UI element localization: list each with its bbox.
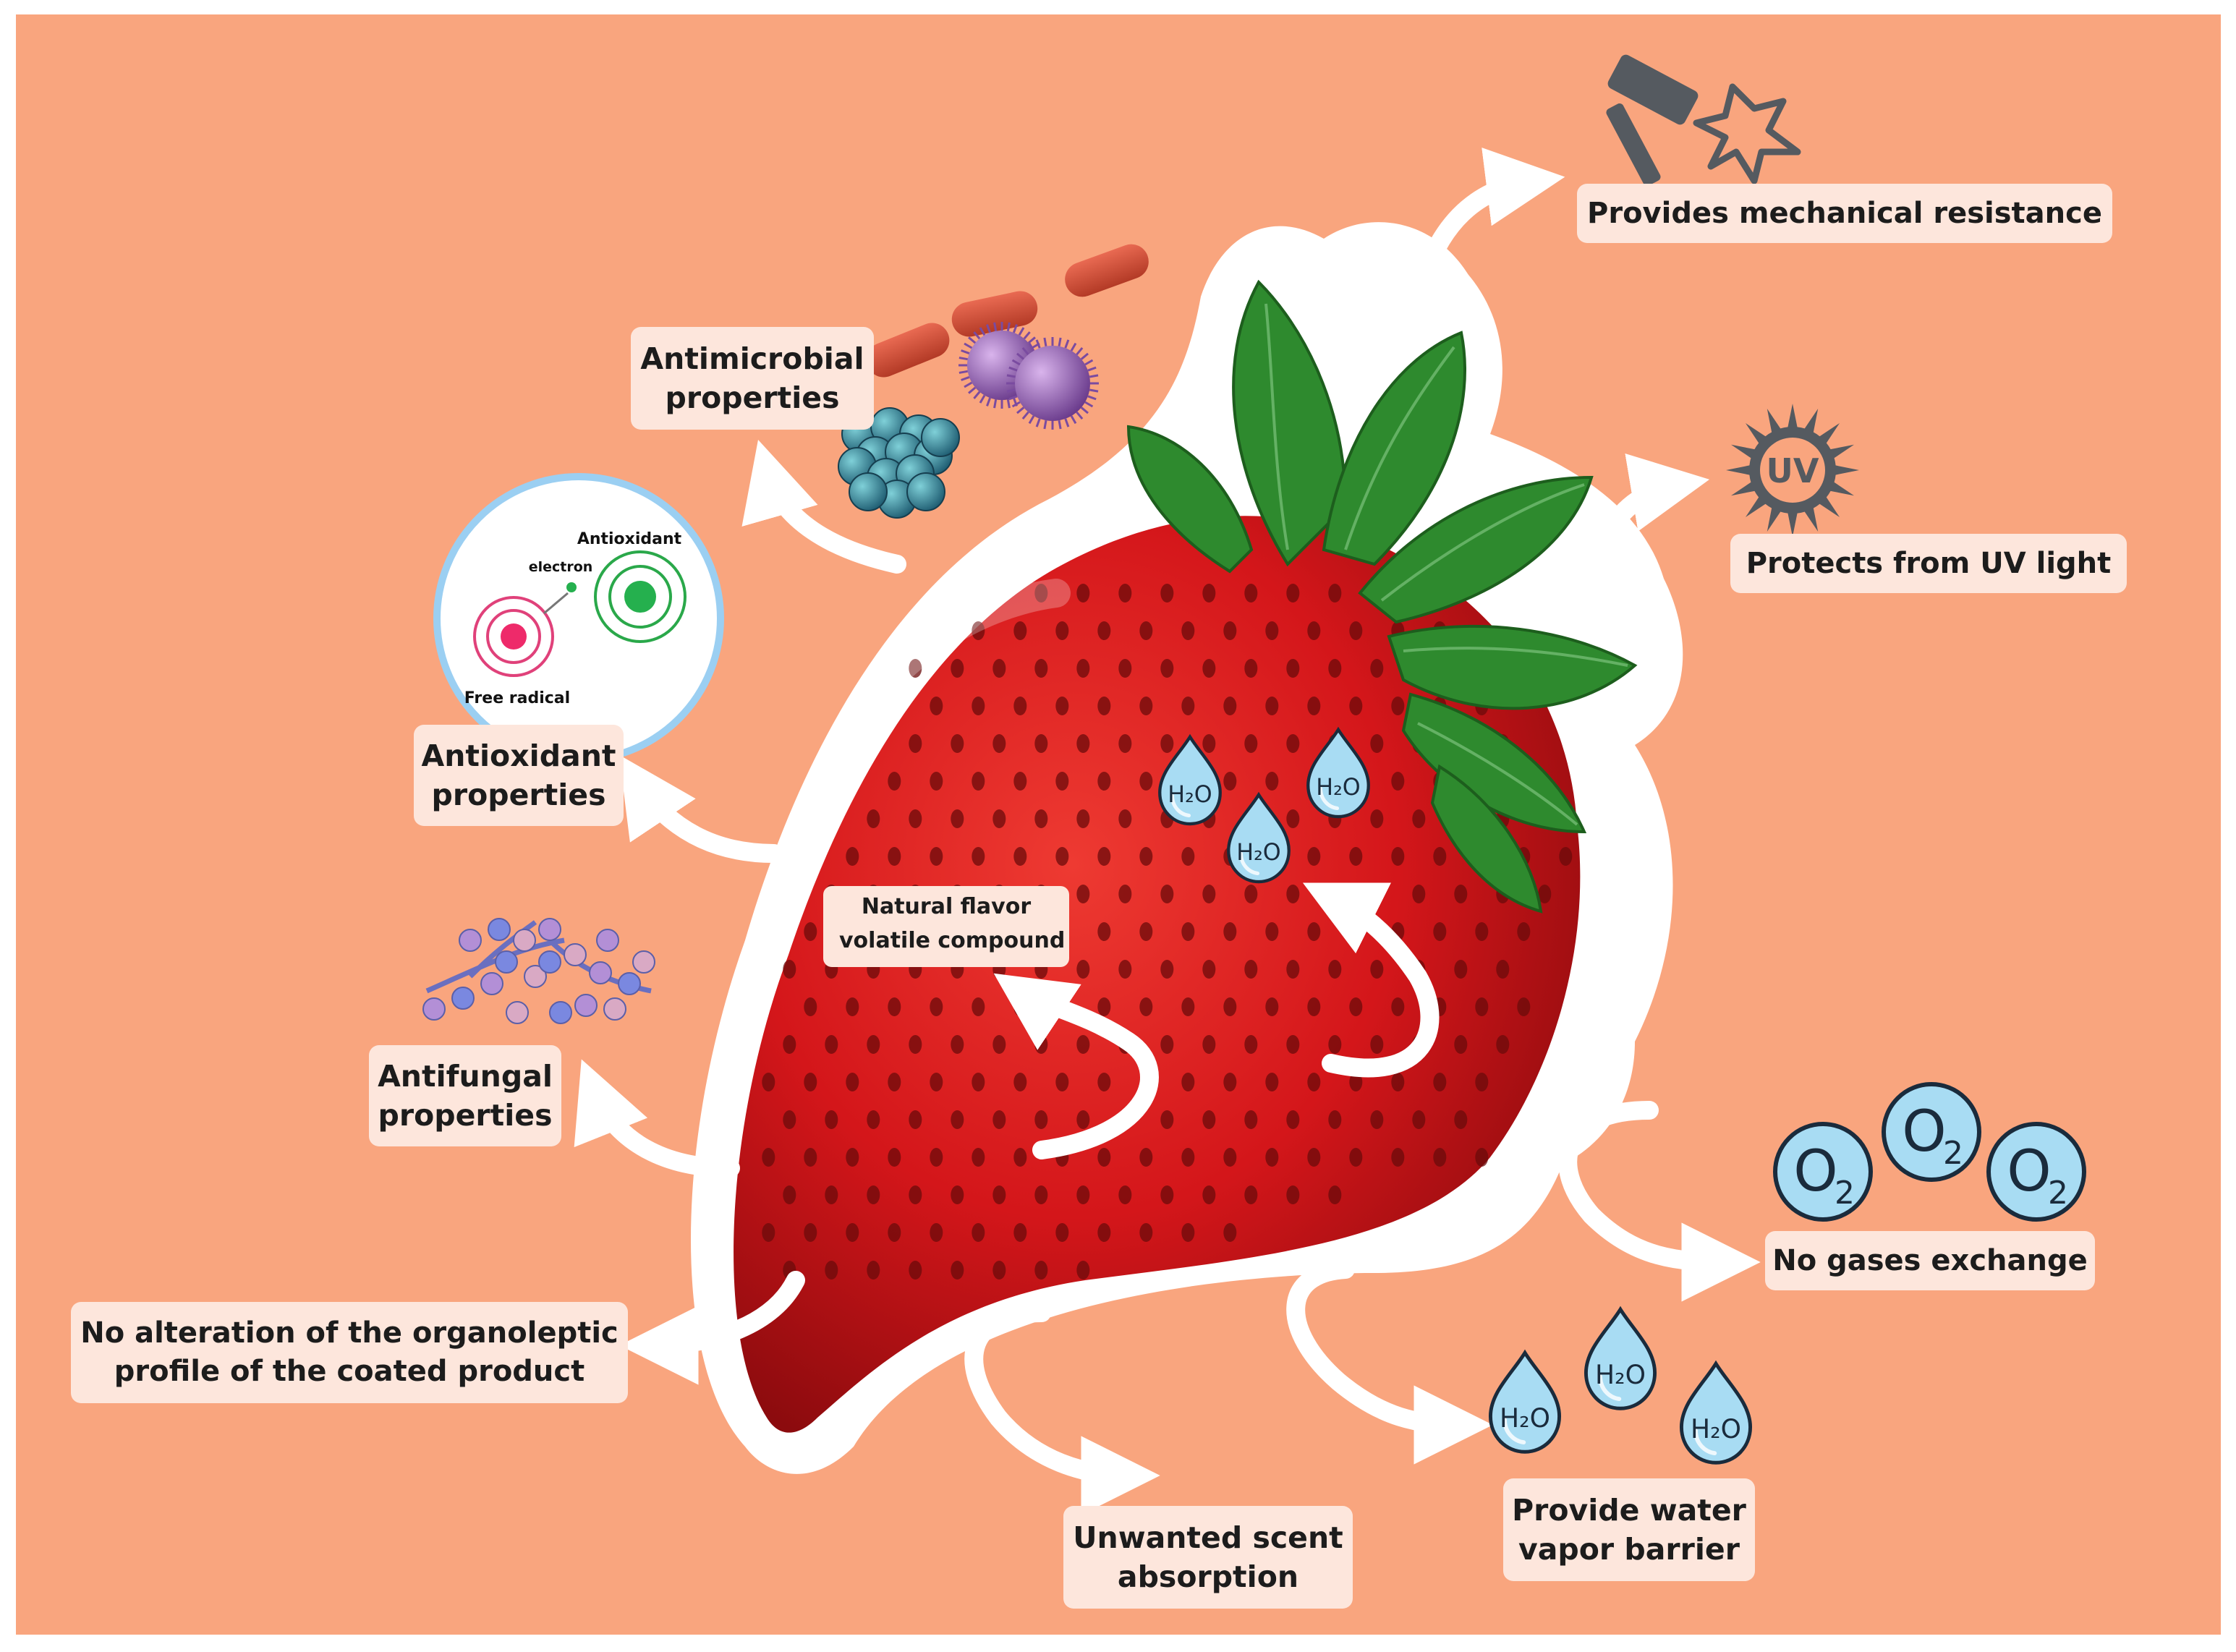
svg-text:electron: electron	[529, 559, 593, 575]
svg-text:Antioxidant: Antioxidant	[577, 530, 682, 548]
label-antioxidant: Antioxidant properties	[414, 725, 624, 826]
fungus-icon	[422, 918, 655, 1024]
svg-text:2: 2	[1835, 1175, 1855, 1212]
label-antioxidant-line1: Antioxidant	[421, 738, 616, 773]
bacteria-icon	[838, 244, 1149, 519]
label-uv: Protects from UV light	[1730, 534, 2127, 593]
svg-text:UV: UV	[1767, 451, 1819, 490]
svg-text:H₂O: H₂O	[1595, 1360, 1646, 1390]
svg-text:H₂O: H₂O	[1500, 1403, 1550, 1434]
label-gases-line: No gases exchange	[1772, 1243, 2088, 1277]
label-antioxidant-line2: properties	[431, 778, 606, 812]
arrow-antimicrobial	[741, 440, 906, 574]
arrow-gases	[1558, 1101, 1761, 1302]
arrow-inner-water	[1302, 882, 1440, 1078]
arrow-scent	[964, 1303, 1160, 1515]
label-antifungal: Antifungal properties	[369, 1045, 561, 1146]
arrow-mechanical	[1412, 147, 1565, 295]
label-organoleptic-line2: profile of the coated product	[114, 1355, 585, 1388]
label-flavor-line2: volatile compound	[839, 927, 1066, 953]
water-drop-icon: H₂O H₂O H₂O H₂O H₂O H₂O	[1160, 730, 1750, 1462]
label-antimicrobial-line2: properties	[665, 380, 840, 415]
label-water-vapor-line1: Provide water	[1512, 1492, 1746, 1528]
label-antifungal-line1: Antifungal	[378, 1058, 553, 1094]
svg-text:O: O	[2007, 1139, 2051, 1204]
label-water-vapor: Provide water vapor barrier	[1503, 1478, 1755, 1581]
svg-text:2: 2	[2048, 1175, 2068, 1212]
label-antimicrobial-line1: Antimicrobial	[640, 341, 864, 376]
label-gases: No gases exchange	[1765, 1231, 2095, 1290]
label-mechanical-line: Provides mechanical resistance	[1587, 196, 2102, 230]
label-mechanical-resistance: Provides mechanical resistance	[1577, 184, 2112, 243]
label-antifungal-line2: properties	[378, 1098, 553, 1133]
label-flavor-line1: Natural flavor	[861, 894, 1032, 919]
arrow-antioxidant	[618, 754, 783, 863]
arrow-antifungal	[574, 1059, 740, 1178]
label-antimicrobial: Antimicrobial properties	[631, 327, 874, 430]
arrow-organoleptic	[619, 1271, 805, 1385]
svg-text:O: O	[1793, 1139, 1837, 1204]
label-scent: Unwanted scent absorption	[1063, 1506, 1353, 1609]
label-scent-line2: absorption	[1117, 1559, 1299, 1594]
atom-icon: Antioxidant electron Free radical	[433, 473, 724, 764]
svg-text:2: 2	[1943, 1135, 1963, 1172]
arrow-uv	[1582, 453, 1710, 603]
arrow-water-vapor	[1286, 1260, 1493, 1465]
leaf-veins	[1264, 303, 1628, 826]
svg-text:Free radical: Free radical	[464, 689, 570, 707]
label-uv-line: Protects from UV light	[1746, 546, 2112, 580]
arrow-flavor	[993, 973, 1159, 1159]
svg-text:H₂O: H₂O	[1316, 775, 1360, 801]
svg-text:H₂O: H₂O	[1168, 782, 1212, 808]
label-organoleptic: No alteration of the organoleptic profil…	[71, 1302, 628, 1403]
label-scent-line1: Unwanted scent	[1073, 1520, 1343, 1555]
arrows	[574, 147, 1761, 1515]
label-flavor: Natural flavor volatile compound	[823, 886, 1069, 967]
svg-text:H₂O: H₂O	[1691, 1414, 1741, 1444]
svg-text:H₂O: H₂O	[1236, 840, 1280, 866]
svg-text:O: O	[1902, 1099, 1946, 1165]
strawberry-leaves	[1126, 279, 1638, 914]
uv-sun-icon: UV	[1726, 404, 1859, 537]
hammer-icon	[1606, 54, 1801, 186]
label-water-vapor-line2: vapor barrier	[1518, 1532, 1740, 1567]
label-organoleptic-line1: No alteration of the organoleptic	[80, 1316, 618, 1350]
